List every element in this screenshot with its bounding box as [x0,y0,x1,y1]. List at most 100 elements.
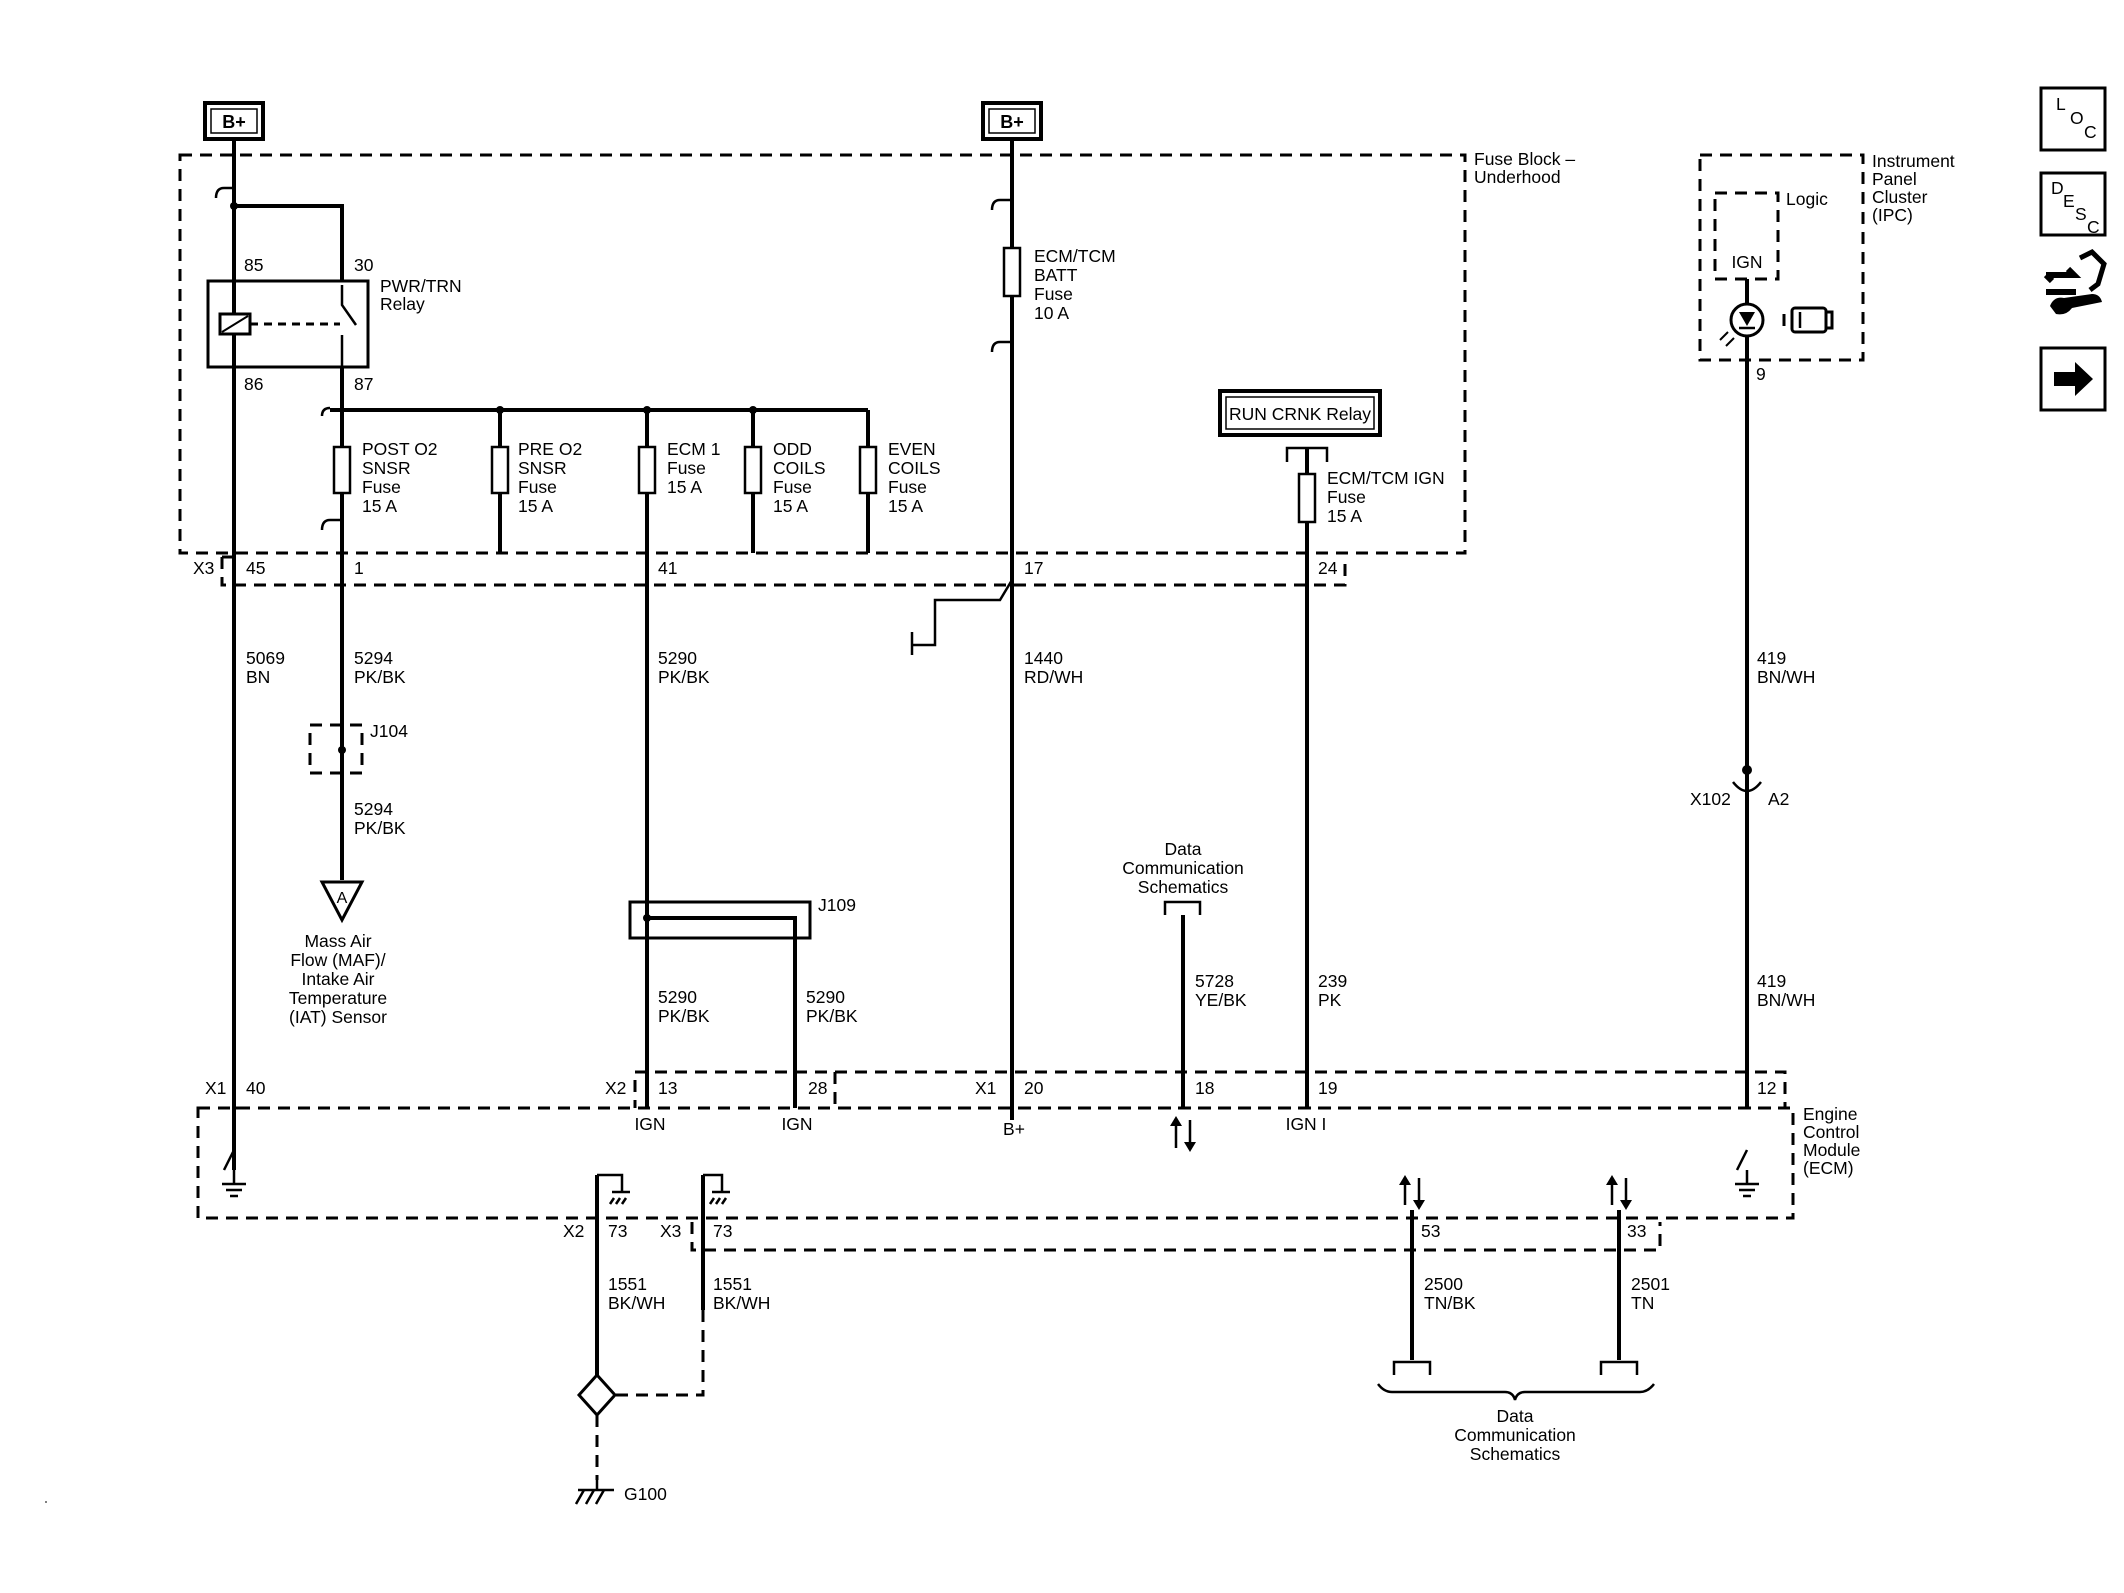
ecm-tcm-batt-fuse: ECM/TCM BATT Fuse 10 A [990,139,1116,1120]
svg-text:ECM/TCM: ECM/TCM [1034,246,1116,266]
svg-text:2501: 2501 [1631,1274,1670,1294]
svg-text:IGN: IGN [634,1114,665,1134]
ground-g100-icon: G100 [574,1480,667,1505]
svg-text:B+: B+ [1003,1119,1025,1139]
svg-text:40: 40 [246,1078,266,1098]
even-coils-fuse: EVEN COILS Fuse 15 A [858,410,941,553]
svg-text:13: 13 [658,1078,677,1098]
svg-text:5728: 5728 [1195,971,1234,991]
x102-connector: X102 A2 [1690,765,1789,809]
svg-text:Fuse Block –: Fuse Block – [1474,149,1575,169]
svg-text:X3: X3 [193,558,214,578]
wire-5069: 5069 BN [246,648,285,687]
svg-text:Fuse: Fuse [362,477,401,497]
svg-text:SNSR: SNSR [518,458,567,478]
svg-text:G100: G100 [624,1484,667,1504]
svg-text:Fuse: Fuse [773,477,812,497]
svg-text:73: 73 [713,1221,732,1241]
data-comm-schematics-top: Data Communication Schematics [1122,839,1244,1108]
connector-wrench-button[interactable] [2043,248,2107,315]
svg-text:A2: A2 [1768,789,1789,809]
bplus-left-box: B+ [203,101,265,141]
wire-419-b: 419 BN/WH [1757,971,1815,1010]
splice-hook [214,186,234,199]
svg-text:(IPC): (IPC) [1872,205,1913,225]
data-comm-schematics-bottom: Data Communication Schematics [1454,1406,1576,1464]
wire-419-a: 419 BN/WH [1757,648,1815,687]
next-page-button[interactable] [2039,346,2107,412]
bidirectional-arrows-53-icon [1399,1175,1425,1210]
ipc-label: Instrument Panel Cluster (IPC) [1872,151,1955,225]
svg-text:15 A: 15 A [1327,506,1362,526]
svg-text:J109: J109 [818,895,856,915]
svg-text:X102: X102 [1690,789,1731,809]
svg-text:9: 9 [1756,364,1766,384]
svg-text:86: 86 [244,374,263,394]
svg-text:1551: 1551 [713,1274,752,1294]
svg-text:SNSR: SNSR [362,458,411,478]
svg-text:PRE O2: PRE O2 [518,439,582,459]
desc-icon: D E S C [2051,178,2100,237]
svg-text:POST O2: POST O2 [362,439,438,459]
ipc-outline [1698,153,1865,362]
svg-text:C: C [2084,122,2097,142]
wire-5294-b: 5294 PK/BK [354,799,406,838]
svg-text:YE/BK: YE/BK [1195,990,1247,1010]
svg-text:28: 28 [808,1078,827,1098]
svg-text:Fuse: Fuse [667,458,706,478]
wire-5294-a: 5294 PK/BK [354,648,406,687]
svg-text:B+: B+ [1000,112,1024,132]
svg-text:J104: J104 [370,721,408,741]
post-o2-fuse: POST O2 SNSR Fuse 15 A [320,410,438,555]
wire-2501: 2501 TN [1631,1274,1670,1313]
svg-text:15 A: 15 A [518,496,553,516]
loc-button[interactable]: L O C [2039,86,2107,152]
svg-text:IGN: IGN [1731,252,1762,272]
svg-text:Relay: Relay [380,294,425,314]
pwr-trn-relay: 85 30 86 87 PWR/TRN Relay [206,255,462,394]
svg-text:1: 1 [354,558,364,578]
wire-239: 239 PK [1318,971,1347,1010]
svg-text:Data: Data [1165,839,1202,859]
svg-text:Fuse: Fuse [888,477,927,497]
svg-text:Fuse: Fuse [518,477,557,497]
wire-1440: 1440 RD/WH [1024,648,1083,687]
svg-text:EVEN: EVEN [888,439,936,459]
svg-text:419: 419 [1757,971,1786,991]
svg-text:BN: BN [246,667,270,687]
svg-text:239: 239 [1318,971,1347,991]
svg-text:15 A: 15 A [888,496,923,516]
svg-text:BK/WH: BK/WH [608,1293,665,1313]
svg-text:Flow (MAF)/: Flow (MAF)/ [290,950,385,970]
svg-text:TN: TN [1631,1293,1654,1313]
svg-text:D: D [2051,178,2064,198]
svg-text:BK/WH: BK/WH [713,1293,770,1313]
wire-5290-a: 5290 PK/BK [658,648,710,687]
svg-text:53: 53 [1421,1221,1440,1241]
desc-button[interactable]: D E S C [2039,171,2107,237]
ecm-label: Engine Control Module (ECM) [1803,1104,1860,1178]
svg-text:5290: 5290 [658,648,697,668]
svg-text:S: S [2075,204,2087,224]
svg-text:12: 12 [1757,1078,1776,1098]
bplus-mid-box: B+ [981,101,1043,141]
svg-text:PK/BK: PK/BK [354,667,406,687]
svg-text:ODD: ODD [773,439,812,459]
svg-text:5294: 5294 [354,648,393,668]
wire-1551-b: 1551 BK/WH [713,1274,770,1313]
svg-text:X3: X3 [660,1221,681,1241]
ecm-tcm-ign-fuse: ECM/TCM IGN Fuse 15 A [1285,446,1445,1108]
svg-text:19: 19 [1318,1078,1337,1098]
svg-text:PK/BK: PK/BK [806,1006,858,1026]
fuse-block-label: Fuse Block – Underhood [1474,149,1575,187]
svg-text:L: L [2056,94,2066,114]
svg-text:Instrument: Instrument [1872,151,1955,171]
ecm-internal-ground-left-icon [222,1149,246,1198]
svg-text:5069: 5069 [246,648,285,668]
maf-connector: A [319,880,365,924]
svg-text:18: 18 [1195,1078,1214,1098]
svg-text:Mass Air: Mass Air [304,931,371,951]
svg-text:Temperature: Temperature [289,988,387,1008]
fuse-block-underhood-outline [178,153,1467,555]
